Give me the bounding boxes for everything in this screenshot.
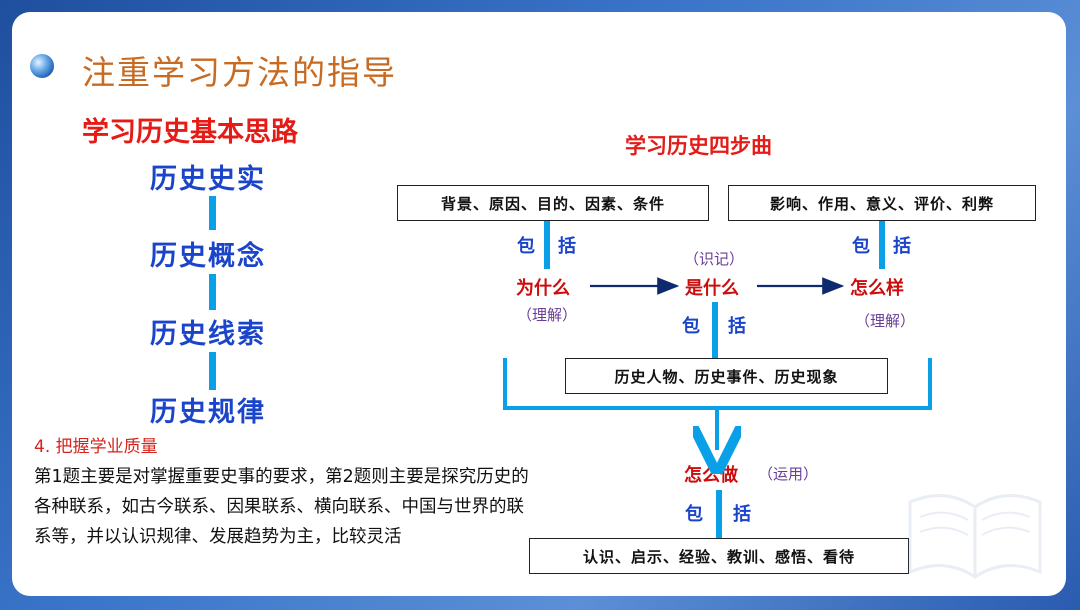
section-heading: 4. 把握学业质量 [34,432,158,457]
book-watermark-icon [900,472,1050,582]
slide: 注重学习方法的指导 学习历史基本思路 历史史实 历史概念 历史线索 历史规律 学… [12,12,1066,596]
section-paragraph: 第1题主要是对掌握重要史事的要求，第2题则主要是探究历史的各种联系，如古今联系、… [34,462,534,552]
